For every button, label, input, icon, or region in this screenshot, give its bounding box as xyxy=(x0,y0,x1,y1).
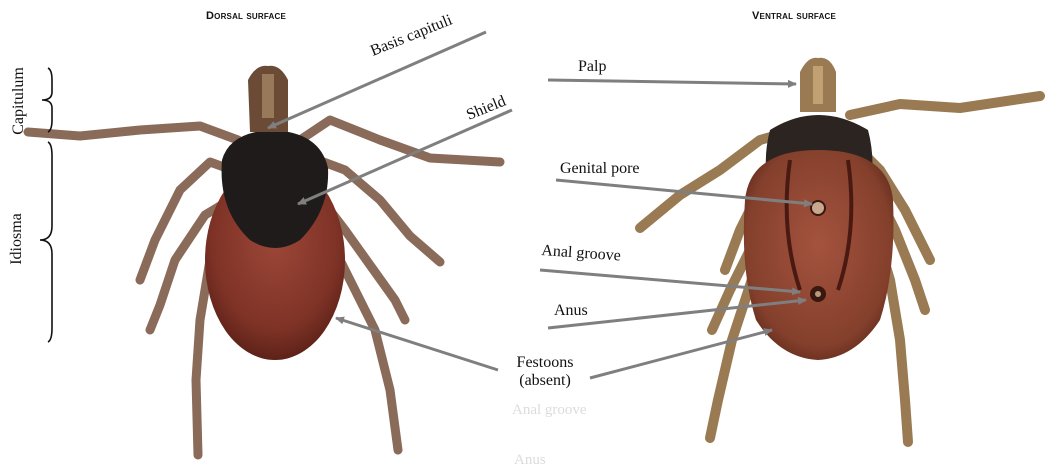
idiosma-label: Idiosma xyxy=(8,208,26,270)
ventral-anus-inner xyxy=(815,291,821,297)
capitulum-label: Capitulum xyxy=(10,66,28,136)
ghost-anus-text: Anus xyxy=(514,452,546,469)
idiosma-bracket xyxy=(40,142,52,342)
festoons-ventral-arrow xyxy=(590,330,772,378)
dorsal-leg xyxy=(300,120,500,162)
festoons-dorsal-arrow xyxy=(336,318,498,370)
genital-pore-label: Genital pore xyxy=(560,160,640,178)
ghost-anal-groove-text: Anal groove xyxy=(512,402,587,419)
palp-label: Palp xyxy=(578,58,606,76)
festoons-label: Festoons (absent) xyxy=(498,354,592,390)
ventral-leg xyxy=(850,96,1040,115)
palp-arrow xyxy=(548,80,796,84)
side-brackets xyxy=(40,68,52,342)
ventral-heading: Ventral surface xyxy=(752,10,836,22)
dorsal-tick xyxy=(28,66,500,455)
festoons-label-line2: (absent) xyxy=(498,372,592,390)
festoons-label-line1: Festoons xyxy=(498,354,592,372)
dorsal-leg xyxy=(28,126,238,140)
anus-label: Anus xyxy=(554,302,588,320)
capitulum-bracket xyxy=(42,68,52,132)
ventral-hypostome xyxy=(813,66,823,104)
dorsal-heading: Dorsal surface xyxy=(206,10,286,22)
ventral-genital-pore xyxy=(811,201,825,215)
pointer-arrows xyxy=(268,32,812,378)
dorsal-hypostome xyxy=(262,74,274,118)
ventral-tick xyxy=(640,58,1040,442)
ventral-belly xyxy=(744,150,894,360)
